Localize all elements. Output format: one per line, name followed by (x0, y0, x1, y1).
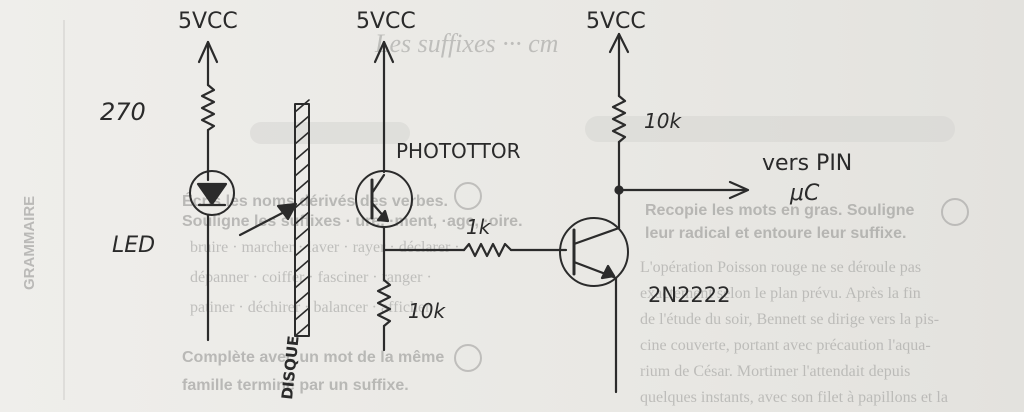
transistor-collector-icon (572, 226, 621, 246)
resistor-10k-emitter-label: 10k (408, 299, 446, 323)
disk-hatch-icon (294, 99, 310, 337)
led-circle-icon (189, 170, 235, 216)
ghost-right-8: quelques instants, avec son filet à papi… (640, 389, 948, 406)
resistor-10k-emitter-icon (376, 278, 392, 328)
transistor-label: 2N2222 (648, 283, 731, 307)
output-branch (559, 32, 750, 394)
ghost-right-7: rium de César. Mortimer l'attendait depu… (640, 363, 910, 380)
resistor-1k-icon (462, 242, 513, 258)
resistor-270-icon (200, 83, 216, 132)
phototransistor-collector-icon (370, 173, 386, 195)
resistor-270-label: 270 (100, 98, 146, 126)
transistor-2n2222-circle-icon (559, 217, 629, 287)
output-label-line2: μC (789, 181, 820, 206)
ghost-right-4: exactement selon le plan prévu. Après la… (640, 285, 921, 302)
ghost-line-3: bruire · marcher · laver · rayer · décla… (190, 239, 460, 256)
ghost-right-6: cine couverte, portant avec précaution l… (640, 337, 931, 354)
ghost-banner-left (250, 122, 410, 144)
output-label-line1: vers PIN (762, 151, 852, 176)
disk-slot-icon (294, 103, 310, 337)
resistor-1k-label: 1k (466, 215, 492, 239)
ghost-exercise-badge-3 (941, 198, 969, 226)
resistor-10k-pullup-icon (611, 94, 627, 144)
ghost-header-script: Les suffixes ··· cm (374, 29, 558, 58)
ghost-right-1: Recopie les mots en gras. Souligne (645, 202, 915, 219)
output-arrow-icon (728, 180, 750, 200)
ghost-right-3: L'opération Poisson rouge ne se déroule … (640, 259, 921, 276)
ghost-margin-vertical: GRAMMAIRE (21, 196, 38, 290)
led-label: LED (112, 233, 155, 258)
ghost-line-7: famille terminé par un suffixe. (182, 377, 409, 394)
led-triangle-icon (196, 182, 228, 206)
labels: 5VCC 5VCC 5VCC 270 LED DISQUE PHOTOTTOR … (100, 9, 852, 400)
vcc-label-right: 5VCC (586, 9, 646, 34)
ghost-right-2: leur radical et entoure leur suffixe. (645, 225, 906, 242)
ghost-line-5: patiner · déchirer · balancer · afficher (190, 299, 431, 316)
disk-group (294, 99, 310, 337)
ghost-right-5: de l'étude du soir, Bennett se dirige ve… (640, 311, 939, 328)
bleed-through-layer: Les suffixes ··· cm Écris les noms dériv… (21, 20, 969, 406)
ghost-banner-right (585, 116, 955, 142)
light-arrow-icon (276, 202, 298, 221)
phototransistor-branch (355, 40, 568, 352)
ghost-exercise-badge-1 (454, 182, 482, 210)
ghost-line-1: Écris les noms dérivés des verbes. (182, 191, 448, 210)
light-beam (238, 202, 298, 237)
ghost-line-2: Souligne les suffixes · ure, ·ment, ·age… (182, 213, 523, 230)
vcc-label-middle: 5VCC (356, 9, 416, 34)
ghost-line-6: Complète avec un mot de la même (182, 349, 444, 366)
vcc-label-left: 5VCC (178, 9, 238, 34)
ghost-line-4: dépanner · coiffer · fasciner · ranger · (190, 269, 432, 286)
phototransistor-label: PHOTOTTOR (396, 139, 521, 163)
resistor-10k-pullup-label: 10k (644, 109, 682, 133)
phototransistor-arrow-icon (376, 209, 390, 223)
ghost-exercise-badge-2 (454, 344, 482, 372)
transistor-arrow-icon (600, 264, 616, 280)
led-branch (189, 40, 235, 342)
